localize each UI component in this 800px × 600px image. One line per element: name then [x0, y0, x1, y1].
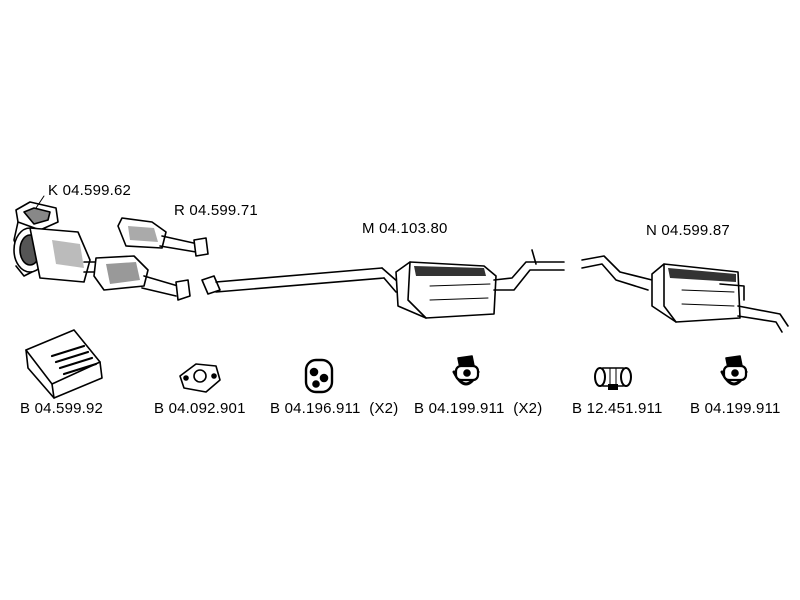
kit-box-icon: [25, 329, 103, 399]
gasket-icon: [179, 363, 221, 393]
leader-line-k: [35, 195, 45, 209]
part-k-front-catalyst: [13, 201, 191, 301]
label-accessory-5: B 12.451.911: [572, 400, 663, 417]
label-r: R 04.599.71: [174, 202, 258, 219]
label-accessory-3: B 04.196.911 (X2): [270, 400, 399, 417]
part-r-catalyst-pipe: [117, 217, 209, 257]
label-accessory-2: B 04.092.901: [154, 400, 246, 417]
hanger-mount-icon: [720, 355, 748, 386]
label-m: M 04.103.80: [362, 220, 448, 237]
rubber-mount-icon: [304, 358, 334, 394]
hanger-mount-icon: [452, 355, 480, 386]
label-n: N 04.599.87: [646, 222, 730, 239]
part-n-rear-muffler: [581, 255, 789, 333]
label-k: K 04.599.62: [48, 182, 132, 199]
label-accessory-4: B 04.199.911 (X2): [414, 400, 543, 417]
part-m-center-muffler: [201, 249, 565, 319]
label-accessory-6: B 04.199.911: [690, 400, 781, 417]
pipe-clamp-icon: [594, 367, 632, 390]
label-accessory-1: B 04.599.92: [20, 400, 104, 417]
